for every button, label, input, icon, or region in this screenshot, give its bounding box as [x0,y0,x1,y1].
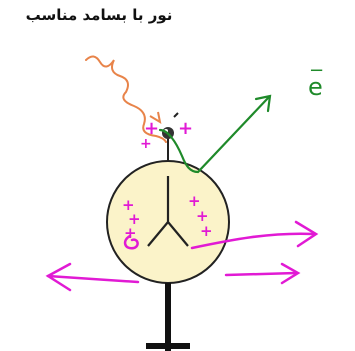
charge-top-right: + [178,118,193,139]
left-leaf-scribble [123,234,139,250]
light-wave-arrowhead [149,111,162,125]
light-caption: نور با بسامد مناسب [25,6,173,24]
charge-right-leaf-3: + [200,222,213,240]
charge-disc-left: + [140,136,152,152]
right-upper-arrowhead [294,220,319,248]
charge-right-leaf-2: + [196,207,209,225]
charge-top-left: + [144,118,159,139]
knob-tick-mark [173,112,179,118]
right-lower-arrowhead [280,262,301,285]
light-wave [85,55,167,143]
electron-bar: − [309,60,324,81]
electroscope-leaves [147,176,189,247]
left-arrowhead [45,262,72,292]
left-motion-arrow [46,274,140,284]
right-lower-motion-arrow [224,271,298,277]
electron-label: e [308,73,323,101]
electron-arrowhead [254,94,272,113]
charge-left-leaf-2: + [128,210,141,228]
charge-right-leaf-1: + [188,192,201,210]
right-upper-motion-arrow [190,232,316,250]
electron-trajectory [158,96,270,174]
charge-left-leaf-1: + [122,196,135,214]
